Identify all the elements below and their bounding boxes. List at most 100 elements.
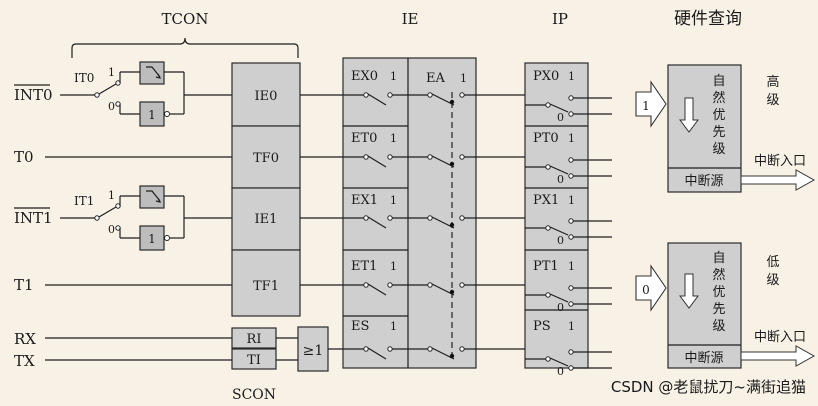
inverter-box — [139, 101, 165, 127]
ip-bit-label: PX0 — [533, 69, 559, 84]
ie0-label: IE0 — [255, 89, 278, 104]
ie-bit-one: 1 — [390, 194, 397, 207]
low-title-char: 先 — [712, 302, 725, 317]
ie-bit-label: EX0 — [351, 69, 378, 84]
ip-priority-switch — [549, 357, 569, 367]
low-title-char: 自 — [712, 251, 725, 266]
ie-enable-switch — [367, 216, 387, 229]
ip-bit-label: PS — [533, 319, 551, 334]
falling-edge-detector-box — [139, 185, 165, 209]
ip-bit-zero: 0 — [557, 111, 564, 124]
t0-label: T0 — [14, 148, 34, 166]
tcon-register: IE0 TF0 IE1 TF1 — [231, 62, 301, 317]
falling-edge-icon — [146, 66, 161, 78]
tx-label: TX — [14, 352, 35, 370]
int0-label: INT0 — [14, 86, 53, 104]
ea-one: 1 — [460, 72, 467, 85]
ie-enable-switch — [367, 93, 387, 106]
high-output-arrow — [740, 169, 816, 191]
ie-bit-label: ET1 — [351, 259, 377, 274]
ie-ip-row: ES 1 PS 1 0 — [343, 319, 612, 378]
ip-bit-label: PT1 — [533, 259, 559, 274]
down-arrow-icon — [679, 97, 699, 133]
tf0-cell — [231, 125, 301, 189]
ip-priority-switch — [549, 103, 569, 113]
or-gate — [297, 326, 329, 372]
int1-label: INT1 — [14, 209, 53, 227]
it1-zero: 0 — [108, 223, 115, 236]
ie-ip-row: EX1 1 PX1 1 0 — [343, 193, 612, 247]
ea-label: EA — [426, 71, 445, 86]
ip-bit-one: 1 — [568, 194, 575, 207]
ie-ip-row: ET1 1 PT1 1 0 — [343, 259, 612, 314]
down-arrow-icon — [679, 273, 699, 309]
ie0-cell — [231, 62, 301, 127]
ti-cell — [231, 348, 277, 370]
tf0-label: TF0 — [253, 151, 279, 166]
ie-enable-switch — [367, 283, 387, 296]
high-level-char: 高 — [766, 74, 779, 90]
ie-bit-label: EX1 — [351, 193, 378, 208]
ie-bit-one: 1 — [390, 132, 397, 145]
ip-bit-zero: 0 — [557, 365, 564, 378]
high-title-char: 先 — [712, 125, 725, 140]
high-priority-input-arrow — [635, 80, 667, 128]
ip-header: IP — [552, 10, 568, 28]
ie-bit-label: ES — [351, 319, 369, 334]
low-priority-box — [667, 242, 742, 369]
it0-zero: 0 — [108, 100, 115, 113]
high-level-char: 级 — [766, 93, 779, 108]
ie-bit-one: 1 — [390, 70, 397, 83]
high-title-char: 然 — [712, 90, 725, 106]
high-priority-input-value: 1 — [642, 99, 650, 113]
t1-label: T1 — [14, 276, 34, 294]
ie-enable-switch — [367, 155, 387, 168]
hardware-query-header: 硬件查询 — [674, 9, 742, 29]
low-title-char: 优 — [712, 285, 725, 300]
ip-priority-switch — [549, 293, 569, 303]
high-priority-box — [667, 64, 742, 193]
watermark-text: CSDN @老鼠扰刀~满街追猫 — [611, 378, 806, 396]
ip-bit-zero: 0 — [557, 234, 564, 247]
ip-bit-one: 1 — [568, 260, 575, 273]
low-priority-input-arrow — [635, 264, 667, 312]
low-priority-block: 0 自 然 优 先 级 中断源 低 级 中断入口 — [635, 242, 816, 369]
low-title-char: 然 — [712, 267, 725, 283]
high-priority-block: 1 自 然 优 先 级 中断源 高 级 中断入口 — [635, 64, 816, 193]
inverter-box — [139, 225, 165, 251]
tcon-brace — [71, 37, 299, 58]
low-output-arrow — [740, 345, 816, 367]
it0-label: IT0 — [74, 71, 94, 85]
ip-bit-label: PX1 — [533, 193, 559, 208]
ip-bit-zero: 0 — [557, 301, 564, 314]
low-priority-input-value: 0 — [642, 283, 650, 297]
ie-ip-row: EX0 1 PX0 1 0 — [343, 69, 612, 124]
ie-bit-label: ET0 — [351, 131, 377, 146]
it0-switch-group: IT0 1 0 1 — [74, 61, 232, 127]
low-level-char: 级 — [766, 273, 779, 288]
it1-label: IT1 — [74, 194, 94, 208]
ip-bit-one: 1 — [568, 70, 575, 83]
it0-one: 1 — [108, 66, 115, 79]
tcon-header: TCON — [162, 10, 209, 28]
high-title-char: 优 — [712, 108, 725, 123]
it0-inverter-label: 1 — [148, 108, 156, 122]
ie-bit-one: 1 — [390, 260, 397, 273]
or-gate-label: ≥1 — [303, 343, 324, 359]
ip-priority-switch — [549, 226, 569, 236]
ri-label: RI — [247, 332, 262, 347]
ip-bit-one: 1 — [568, 132, 575, 145]
high-output-label: 中断入口 — [754, 154, 806, 169]
high-title-char: 级 — [712, 142, 725, 157]
ie1-cell — [231, 187, 301, 251]
ip-bit-zero: 0 — [557, 173, 564, 186]
it1-inverter-label: 1 — [148, 232, 156, 246]
ti-label: TI — [247, 353, 261, 368]
ie-bit-one: 1 — [390, 320, 397, 333]
ip-bit-one: 1 — [568, 320, 575, 333]
falling-edge-detector-box — [139, 61, 165, 85]
ie1-label: IE1 — [255, 212, 278, 227]
it1-one: 1 — [108, 189, 115, 202]
scon-label: SCON — [232, 387, 276, 403]
